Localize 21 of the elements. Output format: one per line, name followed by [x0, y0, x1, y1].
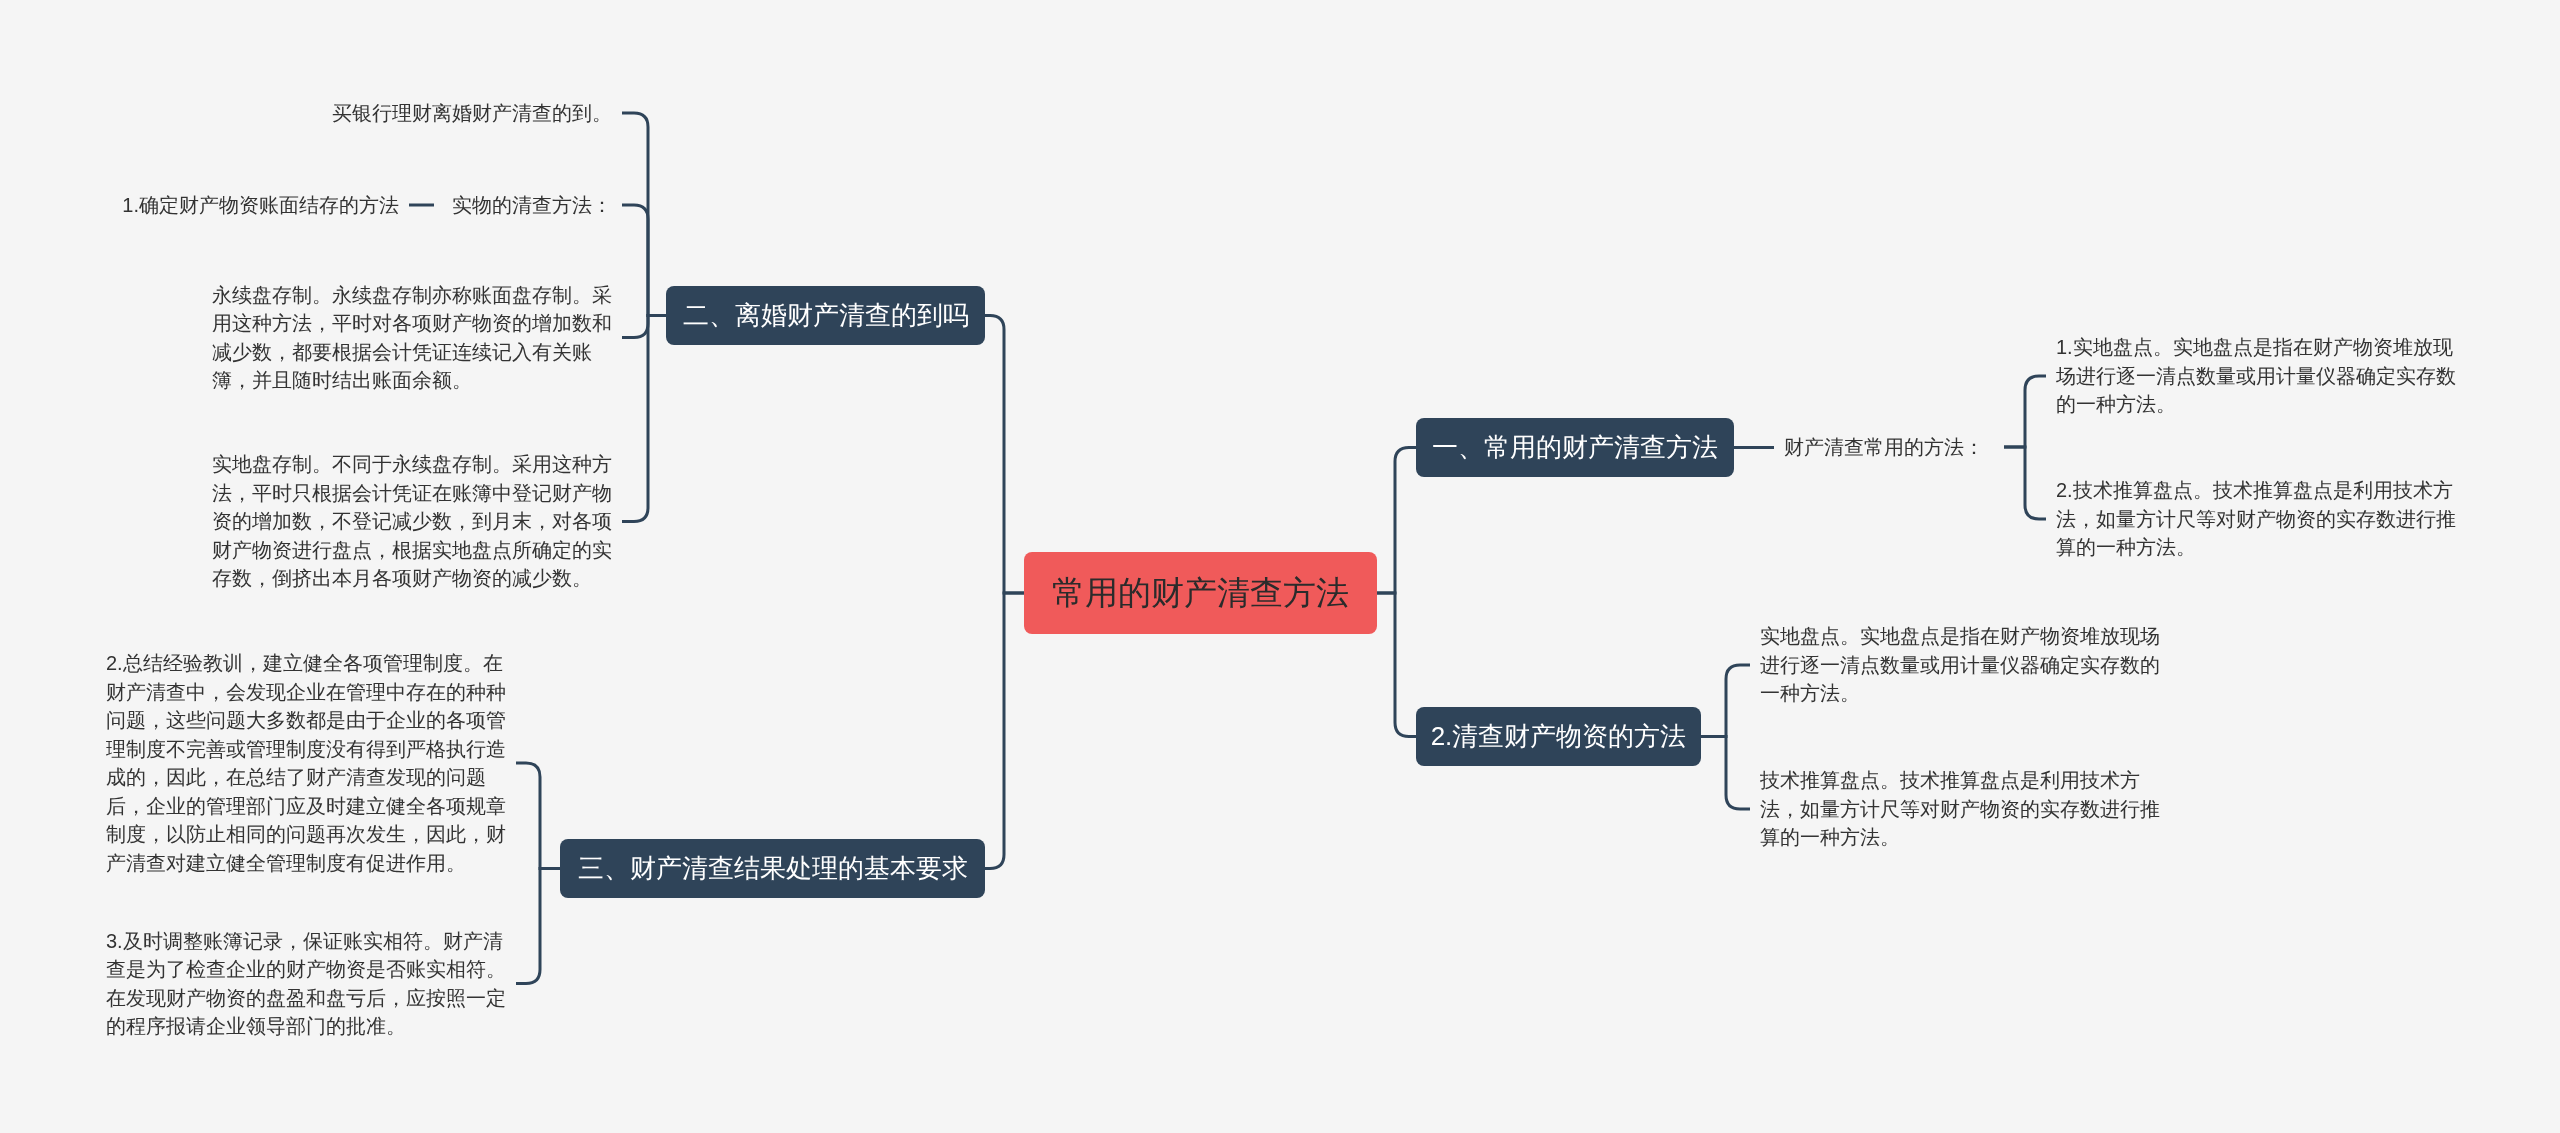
subtopic-text: 实地盘存制。不同于永续盘存制。采用这种方法，平时只根据会计凭证在账簿中登记财产物资的增加数，不登记减少数，到月末，对各项财产物资进行盘点，根据实地盘点所确定的实存数，倒挤出本月各项财产物资的减少数。: [212, 452, 612, 592]
branch-topic-box: 二、离婚财产清查的到吗: [666, 286, 985, 345]
branch-topic-box: 一、常用的财产清查方法: [1416, 418, 1734, 477]
connector-line: [1377, 591, 1416, 738]
subtopic-text: 2.总结经验教训，建立健全各项管理制度。在财产清查中，会发现企业在管理中存在的种种问题，这些问题大多数都是由于企业的各项管理制度不完善或管理制度没有得到严格执行造成的，因此，在总结了财产清查发现的问题后，企业的管理部门应及时建立健全各项规章制度，以防止相同的问题再次发生，因此，财产清查对建立健全管理制度有促进作用。: [106, 651, 506, 876]
subtopic-text: 技术推算盘点。技术推算盘点是利用技术方法，如量方计尺等对财产物资的实存数进行推算的一种方法。: [1760, 768, 2161, 851]
subtopic-text: 实地盘点。实地盘点是指在财产物资堆放现场进行逐一清点数量或用计量仪器确定实存数的一种方法。: [1760, 624, 2161, 707]
connector-line: [985, 591, 1024, 870]
subtopic-text: 1.实地盘点。实地盘点是指在财产物资堆放现场进行逐一清点数量或用计量仪器确定实存数的一种方法。: [2056, 335, 2457, 418]
subtopic-text: 2.技术推算盘点。技术推算盘点是利用技术方法，如量方计尺等对财产物资的实存数进行推算的一种方法。: [2056, 478, 2457, 561]
connector-line: [1734, 446, 1774, 449]
subtopic-text: 1.确定财产物资账面结存的方法: [121, 192, 399, 218]
branch-topic-box: 三、财产清查结果处理的基本要求: [560, 839, 985, 898]
subtopic-text: 3.及时调整账簿记录，保证账实相符。财产清查是为了检查企业的财产物资是否账实相符。在发现财产物资的盘盈和盘亏后，应按照一定的程序报请企业领导部门的批准。: [106, 928, 506, 1039]
connector-line: [409, 203, 434, 207]
subtopic-text: 永续盘存制。永续盘存制亦称账面盘存制。采用这种方法，平时对各项财产物资的增加数和减少数，都要根据会计凭证连续记入有关账簿，并且随时结出账面余额。: [212, 282, 612, 393]
subtopic-text: 实物的清查方法：: [451, 192, 612, 218]
subtopic-text: 买银行理财离婚财产清查的到。: [331, 100, 612, 126]
subtopic-text: 财产清查常用的方法：: [1784, 434, 1985, 460]
central-topic-box: 常用的财产清查方法: [1024, 552, 1377, 634]
branch-topic-box: 2.清查财产物资的方法: [1416, 707, 1701, 766]
